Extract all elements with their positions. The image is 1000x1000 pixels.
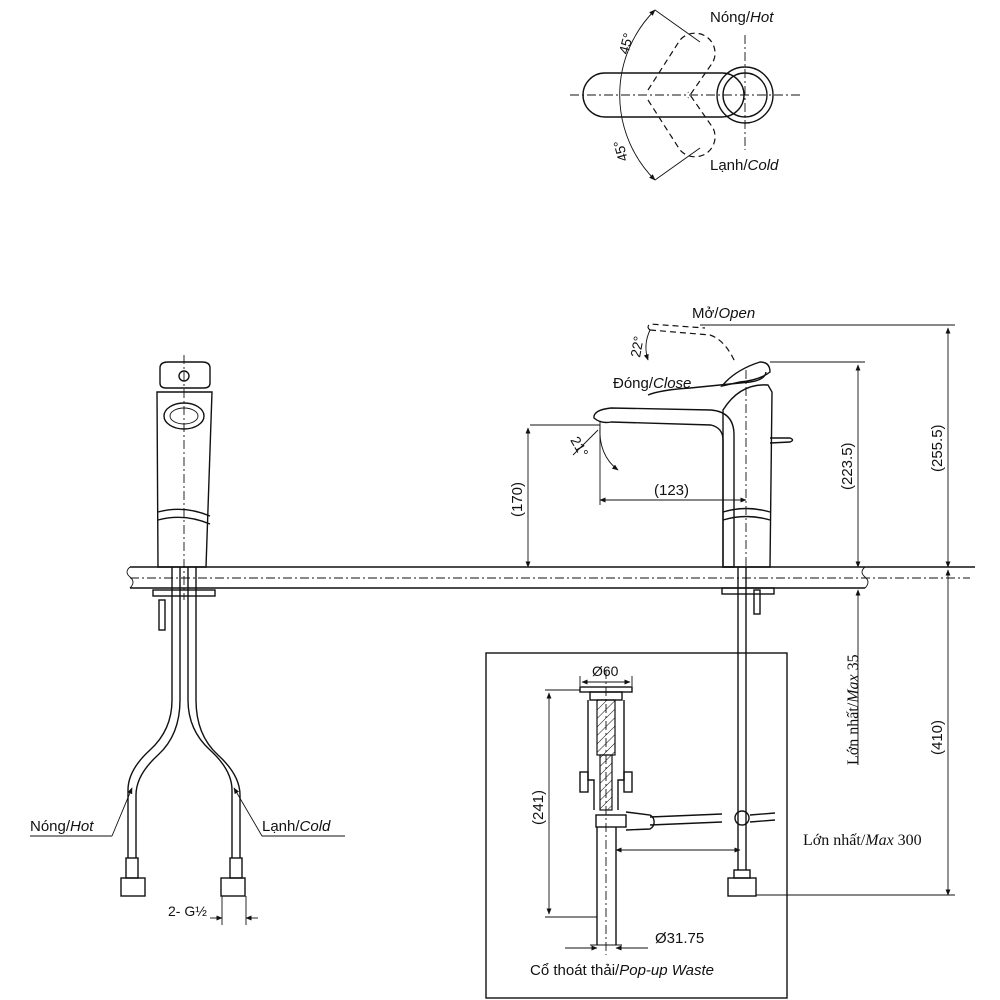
front-view-labels: Nóng/Hot Lạnh/Cold 2- G½ [30, 818, 345, 919]
side-view [525, 323, 955, 897]
label-top-hot: Nóng/Hot [710, 9, 774, 26]
pop-up-waste-detail [485, 652, 788, 999]
side-view-labels: Mở/Open Đóng/Close 22° 21° (123) (170) (… [509, 305, 946, 849]
label-top-cold: Lạnh/Cold [710, 157, 779, 174]
waste-title: Cổ thoát thải/Pop-up Waste [530, 962, 714, 979]
countertop [126, 566, 975, 589]
front-view [111, 355, 263, 925]
dim-max-35: Lớn nhất/Max 35 [845, 654, 862, 765]
dim-spout-height: (170) [509, 482, 526, 517]
dim-d60: Ø60 [592, 663, 619, 679]
dim-max-300: Lớn nhất/Max 300 [803, 832, 922, 849]
dim-lever-height: (223.5) [839, 442, 856, 490]
dim-spout-reach: (123) [654, 482, 689, 499]
angle-top-hot: 45° [615, 31, 636, 56]
dim-below-deck: (410) [929, 720, 946, 755]
dim-total-height: (255.5) [929, 424, 946, 472]
dim-241: (241) [530, 790, 547, 825]
top-view [570, 9, 800, 181]
dim-d3175: Ø31.75 [655, 930, 704, 947]
top-view-labels: Nóng/Hot Lạnh/Cold 45° 45° [610, 9, 779, 174]
label-left-cold: Lạnh/Cold [262, 818, 331, 835]
angle-lever: 22° [627, 335, 646, 359]
label-left-hot: Nóng/Hot [30, 818, 94, 835]
angle-spout: 21° [567, 434, 591, 460]
angle-top-cold: 45° [610, 139, 631, 164]
label-close: Đóng/Close [613, 375, 691, 392]
pop-up-waste-labels: Ø60 (241) Ø31.75 Cổ thoát thải/Pop-up Wa… [530, 663, 714, 979]
label-open: Mở/Open [692, 305, 755, 322]
label-thread: 2- G½ [168, 903, 207, 919]
